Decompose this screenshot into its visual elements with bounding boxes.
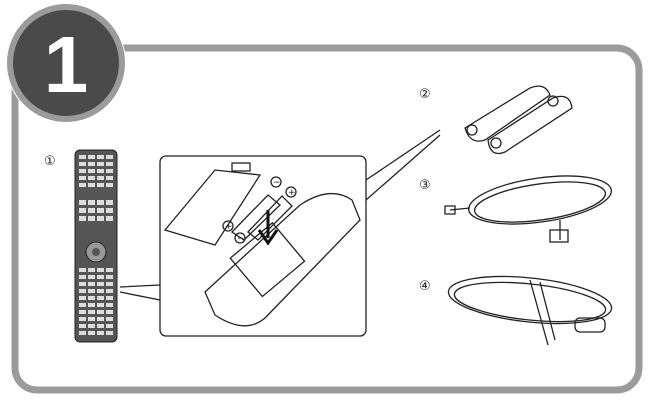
remote-key: [106, 324, 113, 328]
remote-key: [106, 169, 113, 173]
remote-key: [97, 162, 104, 166]
remote-key: [79, 331, 86, 335]
remote-key: [79, 289, 86, 293]
batteries-illustration: [465, 86, 572, 153]
remote-key: [88, 324, 95, 328]
step-number: 1: [44, 20, 89, 109]
remote-key: [97, 275, 104, 279]
remote-key: [79, 183, 86, 187]
remote-key: [79, 282, 86, 286]
fm-antenna-illustration: [446, 270, 614, 345]
remote-key: [97, 289, 104, 293]
remote-key: [97, 268, 104, 272]
remote-key: [97, 317, 104, 321]
remote-key: [79, 303, 86, 307]
remote-key: [88, 183, 95, 187]
remote-key: [97, 216, 104, 221]
remote-key: [88, 331, 95, 335]
remote-key: [88, 310, 95, 314]
remote-key: [79, 208, 86, 213]
remote-key: [88, 282, 95, 286]
remote-key: [88, 176, 95, 180]
remote-key: [88, 208, 95, 213]
minus-sign: −: [237, 234, 245, 244]
remote-key: [97, 208, 104, 213]
remote-key: [88, 216, 95, 221]
remote-key: [97, 303, 104, 307]
remote-key: [88, 275, 95, 279]
remote-key: [97, 176, 104, 180]
remote-key: [88, 155, 95, 159]
remote-key: [106, 200, 113, 205]
minus-sign: −: [273, 178, 281, 188]
remote-key: [106, 268, 113, 272]
remote-key: [97, 331, 104, 335]
remote-key: [106, 331, 113, 335]
remote-key: [106, 155, 113, 159]
item-marker-1: ①: [44, 154, 56, 169]
remote-key: [106, 216, 113, 221]
remote-key: [79, 324, 86, 328]
remote-key: [79, 296, 86, 300]
remote-key: [97, 155, 104, 159]
remote-key: [79, 310, 86, 314]
remote-key: [88, 317, 95, 321]
remote-key: [97, 324, 104, 328]
remote-key: [88, 268, 95, 272]
remote-key: [106, 289, 113, 293]
remote-key: [106, 275, 113, 279]
remote-key: [88, 303, 95, 307]
remote-key: [106, 303, 113, 307]
remote-key: [106, 208, 113, 213]
remote-key: [79, 216, 86, 221]
remote-key: [97, 282, 104, 286]
remote-key: [88, 289, 95, 293]
remote-key: [106, 317, 113, 321]
remote-key: [79, 275, 86, 279]
remote-key: [79, 317, 86, 321]
battery-insertion-callout: − + + −: [120, 130, 440, 336]
remote-key: [79, 162, 86, 166]
item-marker-3: ③: [419, 178, 431, 193]
item-marker-2: ②: [419, 87, 431, 102]
remote-key: [79, 155, 86, 159]
remote-key: [97, 200, 104, 205]
remote-key: [79, 200, 86, 205]
remote-key: [79, 176, 86, 180]
remote-key: [106, 282, 113, 286]
remote-key: [97, 169, 104, 173]
remote-key: [106, 176, 113, 180]
step-badge: 1: [6, 3, 126, 123]
remote-key: [106, 310, 113, 314]
remote-key: [88, 162, 95, 166]
remote-key: [79, 169, 86, 173]
plus-sign: +: [225, 222, 233, 232]
remote-key: [106, 183, 113, 187]
plus-sign: +: [288, 188, 296, 198]
remote-key: [88, 200, 95, 205]
remote-key: [79, 268, 86, 272]
remote-key: [97, 296, 104, 300]
remote-control-illustration: [75, 150, 117, 342]
item-marker-4: ④: [419, 279, 431, 294]
remote-key: [97, 183, 104, 187]
remote-key: [97, 310, 104, 314]
remote-key: [106, 162, 113, 166]
remote-key: [88, 169, 95, 173]
remote-key: [106, 296, 113, 300]
power-cable-illustration: [445, 168, 614, 242]
remote-key: [88, 296, 95, 300]
